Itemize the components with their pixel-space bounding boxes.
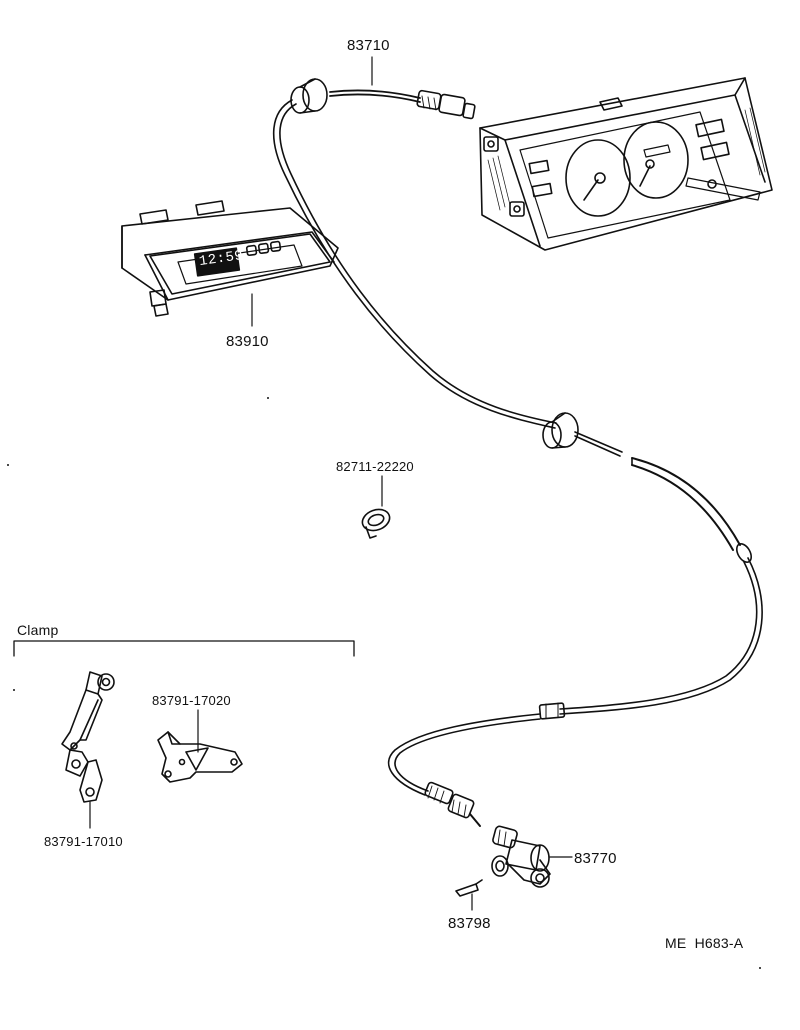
label-clamp-bracket-a: 83791-17020: [152, 693, 231, 708]
label-lock-pin: 83798: [448, 915, 491, 932]
clamp-bracket-a: [157, 709, 243, 783]
label-clamp-group: Clamp: [17, 622, 59, 638]
diagram-code: ME H683-A: [665, 935, 744, 951]
clock-digital-window: [193, 247, 241, 277]
gauge-right: [623, 121, 689, 199]
label-driven-gear-housing: 83770: [574, 850, 617, 867]
clamp-bracket-b: [61, 671, 115, 829]
cable-clamp-ring: [361, 475, 391, 539]
label-clock-assembly: 83910: [226, 333, 269, 350]
label-speedometer-cable: 83710: [347, 37, 390, 54]
instrument-cluster: [479, 77, 773, 251]
lock-pin: [455, 879, 483, 911]
scan-specks: [7, 397, 761, 969]
label-cable-clamp-ring: 82711-22220: [336, 459, 414, 474]
clock-assembly: [121, 200, 339, 327]
label-clamp-bracket-b: 83791-17010: [44, 834, 123, 849]
gauge-left: [565, 139, 631, 217]
speedometer-cable-upper: [272, 56, 623, 457]
clamp-bracket-group: [13, 640, 355, 657]
speedometer-cable-lower: [387, 457, 763, 827]
driven-gear-housing: [491, 825, 573, 888]
